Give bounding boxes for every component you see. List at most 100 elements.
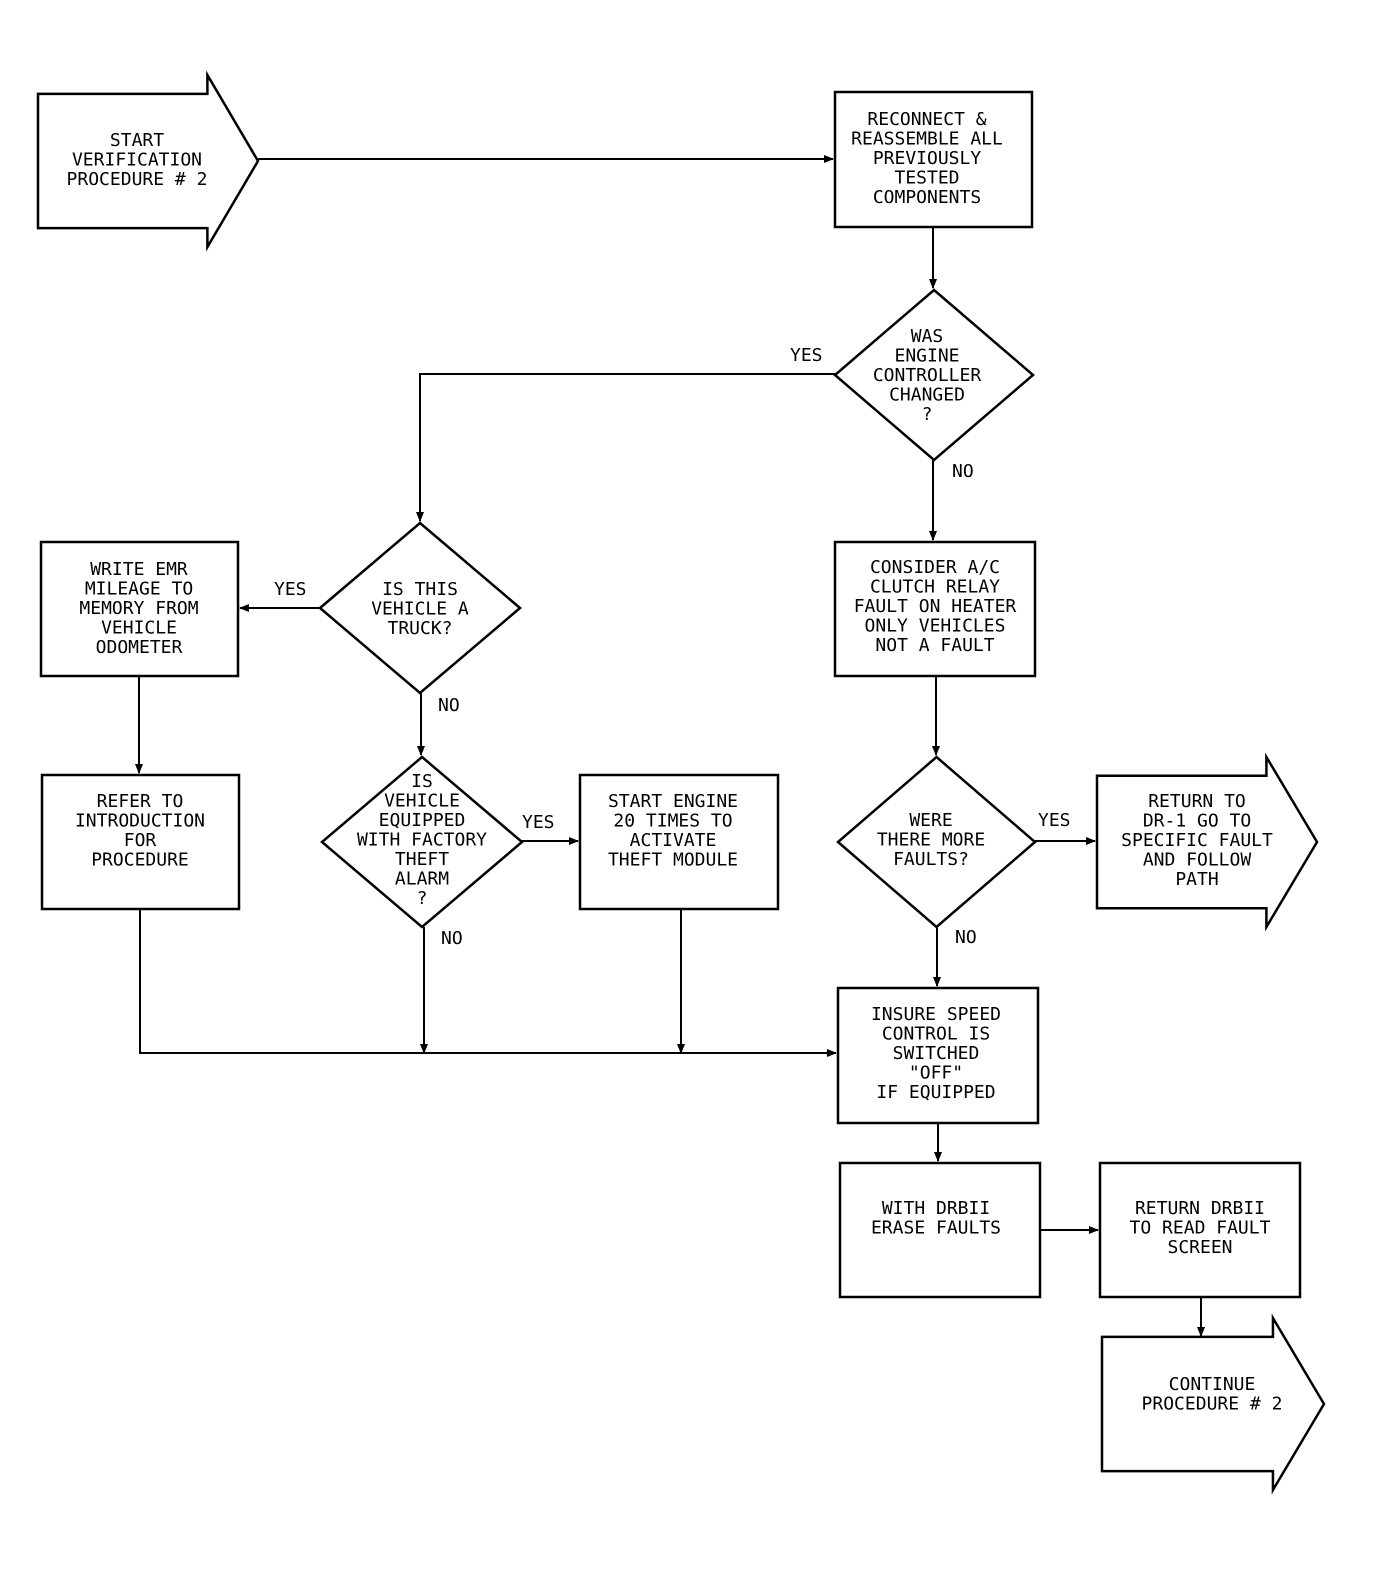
node-line: REFER TO: [97, 791, 184, 812]
box-shape: [833, 540, 1037, 678]
connectors: [135, 155, 1205, 1337]
node-line: COMPONENTS: [873, 187, 981, 208]
node-line: 20 TIMES TO: [613, 811, 732, 832]
node-line: NOT A FAULT: [875, 635, 994, 656]
node-line: ERASE FAULTS: [871, 1218, 1001, 1239]
box-shape: [578, 773, 780, 911]
node-line: VERIFICATION: [72, 150, 202, 171]
node-line: TRUCK?: [387, 618, 452, 639]
node-line: ONLY VEHICLES: [865, 616, 1006, 637]
connector-line: [139, 909, 837, 1057]
edge-label-faults-yes: YES: [1038, 810, 1071, 831]
node-line: RECONNECT &: [867, 109, 986, 130]
node-line: CONTINUE: [1169, 1374, 1256, 1395]
edge-label-theft-yes: YES: [522, 812, 555, 833]
node-line: FAULT ON HEATER: [854, 596, 1017, 617]
node-line: RETURN TO: [1148, 791, 1246, 812]
node-line: START: [110, 130, 164, 151]
diamond-shape: [833, 288, 1035, 462]
box-shape: [1098, 1161, 1302, 1299]
node-line: EQUIPPED: [379, 810, 466, 831]
node-line: CONTROLLER: [873, 365, 982, 386]
node-line: PROCEDURE: [91, 850, 189, 871]
connector-line: [416, 373, 835, 522]
node-line: AND FOLLOW: [1143, 850, 1252, 871]
node-line: SCREEN: [1167, 1237, 1232, 1258]
node-line: TO READ FAULT: [1130, 1218, 1271, 1239]
node-line: WERE: [909, 810, 952, 831]
edge-label-truck-no: NO: [438, 695, 460, 716]
node-line: REASSEMBLE ALL: [851, 129, 1003, 150]
node-line: IF EQUIPPED: [876, 1082, 995, 1103]
edge-label-faults-no: NO: [955, 927, 977, 948]
edge-label-truck-yes: YES: [274, 579, 307, 600]
node-line: VEHICLE: [384, 791, 460, 812]
arrow-shape: [1100, 1313, 1326, 1495]
box-shape: [40, 773, 241, 911]
node-line: WITH DRBII: [882, 1198, 990, 1219]
edge-labels: YES NO YES NO YES NO YES NO: [274, 345, 1071, 949]
edge-label-theft-no: NO: [441, 928, 463, 949]
node-line: CONTROL IS: [882, 1024, 990, 1045]
node-line: "OFF": [909, 1063, 963, 1084]
edge-label-engine-no: NO: [952, 461, 974, 482]
node-line: PROCEDURE # 2: [67, 169, 208, 190]
node-line: THERE MORE: [877, 830, 985, 851]
diamond-shape: [836, 755, 1037, 929]
node-line: ACTIVATE: [630, 830, 717, 851]
node-line: VEHICLE A: [371, 599, 469, 620]
box-shape: [833, 90, 1034, 229]
node-line: ?: [922, 404, 933, 425]
node-line: PREVIOUSLY: [873, 148, 982, 169]
node-line: THEFT: [395, 849, 449, 870]
node-line: WAS: [911, 326, 944, 347]
node-line: ENGINE: [894, 346, 959, 367]
node-line: CHANGED: [889, 385, 965, 406]
node-line: CONSIDER A/C: [870, 557, 1000, 578]
node-line: ALARM: [395, 869, 449, 890]
box-shape: [836, 986, 1040, 1125]
node-line: FOR: [124, 830, 157, 851]
node-line: THEFT MODULE: [608, 850, 738, 871]
box-shape: [838, 1161, 1042, 1299]
node-line: RETURN DRBII: [1135, 1198, 1265, 1219]
node-line: FAULTS?: [893, 849, 969, 870]
node-line: ?: [417, 888, 428, 909]
box-shape: [39, 540, 240, 678]
node-line: INTRODUCTION: [75, 811, 205, 832]
diamond-shape: [320, 755, 524, 929]
node-line: SWITCHED: [893, 1043, 980, 1064]
edge-label-engine-yes: YES: [790, 345, 823, 366]
node-line: IS THIS: [382, 579, 458, 600]
node-line: CLUTCH RELAY: [870, 577, 1000, 598]
node-line: VEHICLE: [101, 618, 177, 639]
arrow-shape: [36, 70, 260, 252]
node-line: WRITE EMR: [90, 559, 188, 580]
diamond-shape: [318, 521, 522, 695]
